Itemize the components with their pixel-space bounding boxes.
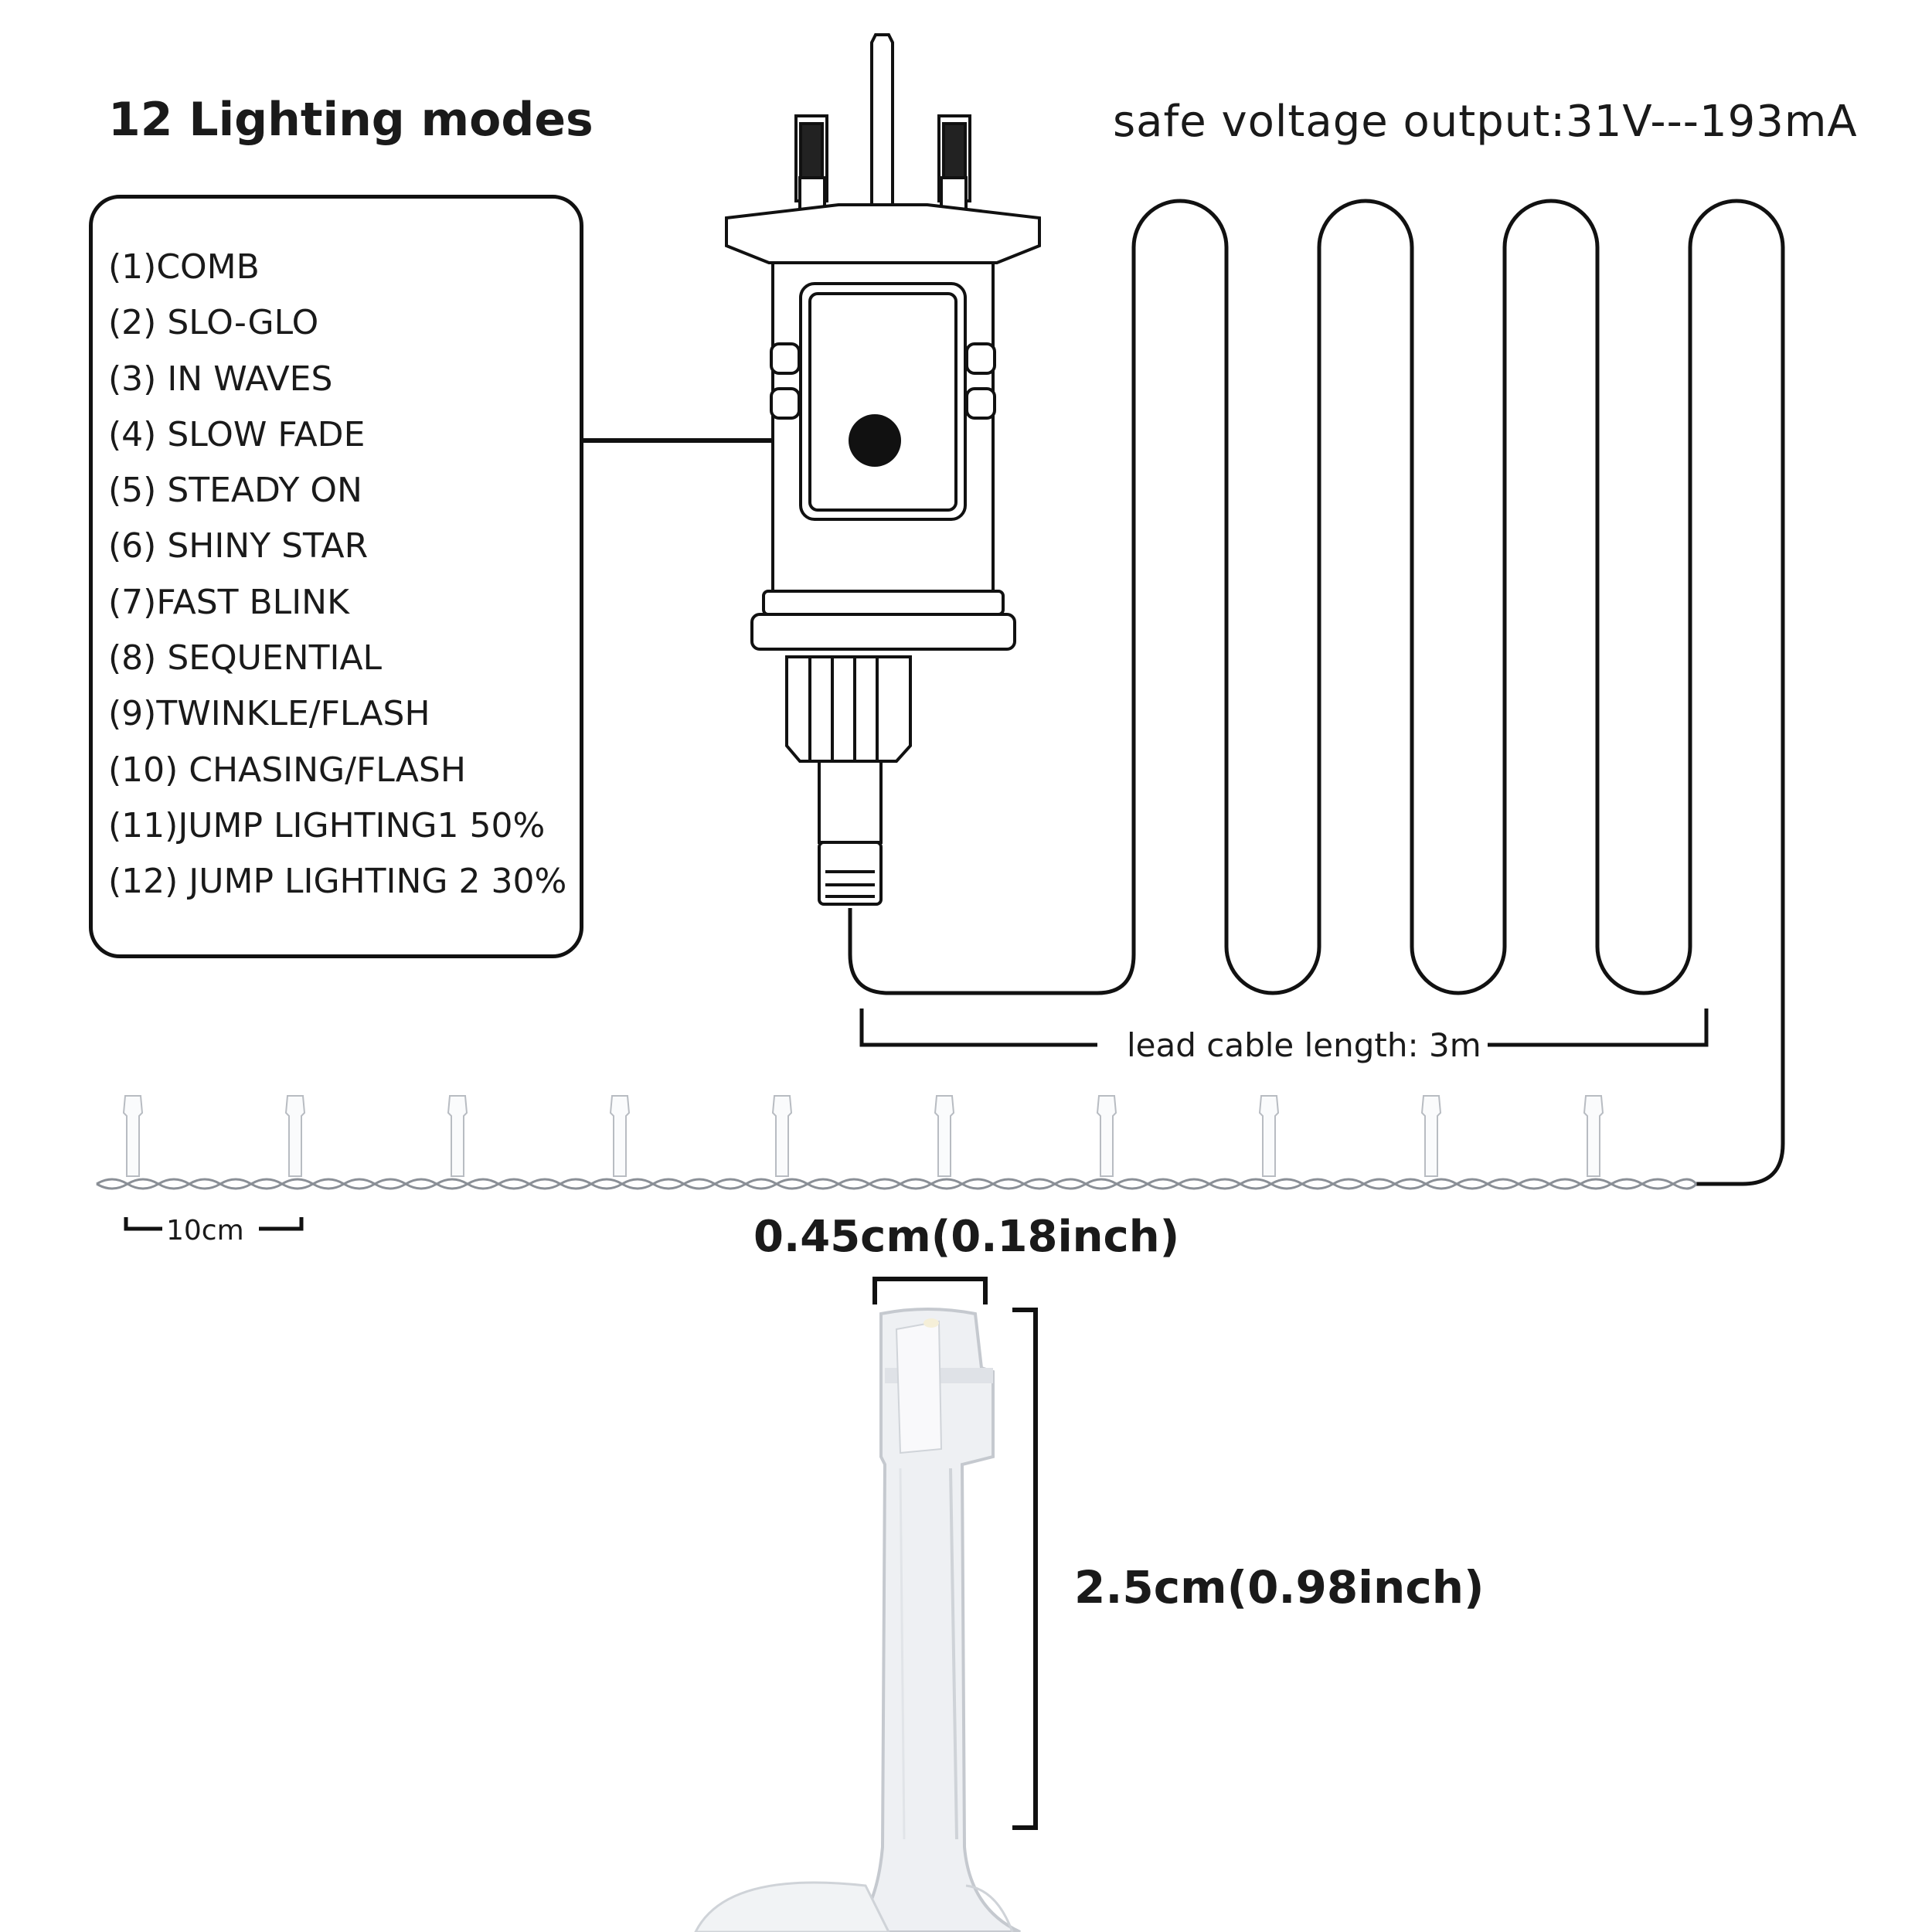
mode-button-icon [849, 414, 901, 467]
mode-list: (1)COMB (2) SLO-GLO (3) IN WAVES (4) SLO… [108, 240, 566, 910]
lead-cable-label: lead cable length: 3m [1121, 1026, 1488, 1064]
string-bulb-icon [122, 1095, 144, 1177]
mode-item: (12) JUMP LIGHTING 2 30% [108, 862, 567, 902]
uk-plug-adapter-icon [725, 33, 1041, 906]
mode-item: (1)COMB [108, 247, 260, 287]
string-bulb-icon [1258, 1095, 1280, 1177]
lead-cable [848, 199, 1785, 1186]
bulb-width-label: 0.45cm(0.18inch) [753, 1212, 1180, 1262]
mode-item: (10) CHASING/FLASH [108, 750, 466, 790]
mode-item: (8) SEQUENTIAL [108, 638, 383, 679]
string-bulb-icon [609, 1095, 631, 1177]
string-bulb-icon [447, 1095, 468, 1177]
mode-item: (9)TWINKLE/FLASH [108, 694, 430, 734]
height-bracket [1012, 1308, 1038, 1830]
voltage-output-label: safe voltage output:31V---193mA [1113, 97, 1858, 147]
mode-item: (2) SLO-GLO [108, 303, 319, 343]
spacing-bracket [124, 1217, 304, 1231]
bulb-spacing-label: 10cm [166, 1215, 244, 1247]
string-bulb-icon [934, 1095, 955, 1177]
width-bracket [872, 1277, 988, 1304]
string-bulb-icon [1583, 1095, 1604, 1177]
string-wire [96, 1178, 1698, 1190]
bulb-height-label: 2.5cm(0.98inch) [1074, 1561, 1485, 1614]
string-bulb-icon [284, 1095, 306, 1177]
mode-item: (5) STEADY ON [108, 471, 362, 511]
string-bulb-icon [1420, 1095, 1442, 1177]
mode-item: (11)JUMP LIGHTING1 50% [108, 805, 546, 845]
led-bulb-icon [694, 1308, 1021, 1932]
string-bulb-icon [771, 1095, 793, 1177]
string-bulbs [122, 1095, 1604, 1177]
page-title: 12 Lighting modes [108, 93, 594, 147]
mode-item: (3) IN WAVES [108, 359, 333, 399]
mode-item: (7)FAST BLINK [108, 582, 349, 622]
string-bulb-icon [1096, 1095, 1117, 1177]
mode-list-box [89, 195, 583, 958]
lead-length-bracket [859, 1009, 1709, 1047]
mode-item: (6) SHINY STAR [108, 526, 369, 566]
mode-item: (4) SLOW FADE [108, 414, 366, 454]
